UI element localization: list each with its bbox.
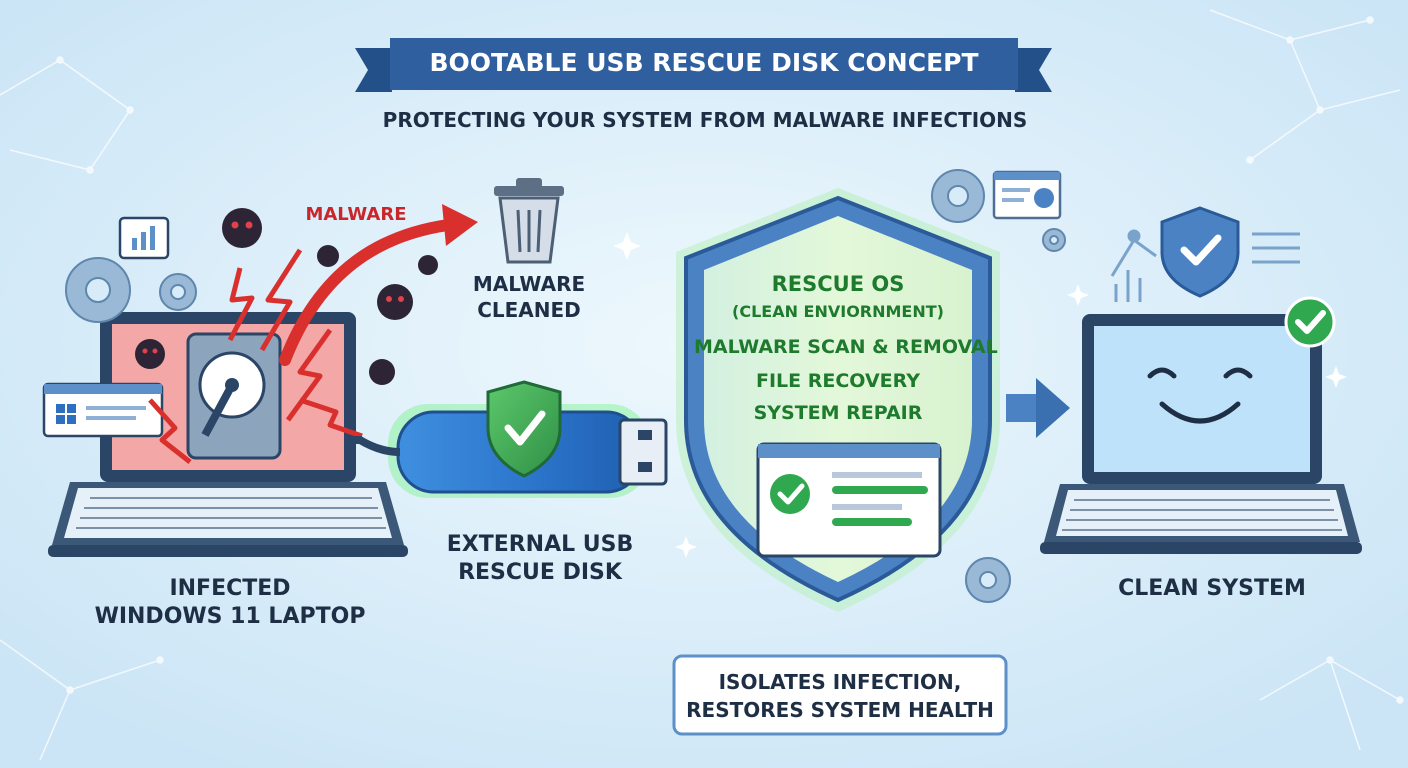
malware-icon: [135, 208, 438, 385]
infected-laptop-label-line1: INFECTED: [169, 576, 291, 601]
callout-box: [672, 654, 1008, 736]
clean-system-label: CLEAN SYSTEM: [1118, 576, 1306, 601]
infected-laptop-label-line2: WINDOWS 11 LAPTOP: [94, 604, 366, 629]
gear-icon: [931, 169, 1066, 603]
malware-attack-bolts: [148, 248, 363, 464]
sparkle-decoration: [613, 232, 1347, 558]
shield-line-clean-environment: (CLEAN ENVIORNMENT): [732, 302, 944, 321]
stats-chart-icon: [1110, 229, 1300, 302]
usb-label-line2: RESCUE DISK: [458, 560, 622, 585]
network-decoration: [0, 9, 1404, 761]
trash-can-icon: [494, 178, 564, 264]
clean-laptop-graphic: [1040, 296, 1362, 554]
page-subtitle: PROTECTING YOUR SYSTEM FROM MALWARE INFE…: [382, 108, 1028, 132]
malware-removal-arrow: [279, 204, 478, 366]
malware-cleaned-label-line2: CLEANED: [477, 298, 581, 322]
shield-line-rescue-os: RESCUE OS: [771, 272, 905, 296]
callout-line1: ISOLATES INFECTION,: [718, 670, 962, 694]
gear-icon: [65, 257, 197, 323]
dashboard-icon: [992, 170, 1062, 220]
title-banner: [355, 38, 1052, 92]
malware-label: MALWARE: [305, 204, 407, 225]
callout-line2: RESTORES SYSTEM HEALTH: [686, 698, 994, 722]
shield-line-system-repair: SYSTEM REPAIR: [753, 402, 923, 424]
shield-line-file-recovery: FILE RECOVERY: [756, 370, 920, 392]
flow-arrow: [1006, 378, 1070, 438]
rescue-os-shield: [676, 188, 1000, 612]
shield-line-malware-scan: MALWARE SCAN & REMOVAL: [694, 336, 998, 358]
page-title: BOOTABLE USB RESCUE DISK CONCEPT: [429, 48, 979, 77]
clean-shield-icon: [1160, 206, 1240, 298]
usb-label-line1: EXTERNAL USB: [446, 532, 634, 557]
usb-rescue-disk-graphic: [344, 380, 668, 498]
malware-cleaned-label-line1: MALWARE: [472, 272, 586, 296]
